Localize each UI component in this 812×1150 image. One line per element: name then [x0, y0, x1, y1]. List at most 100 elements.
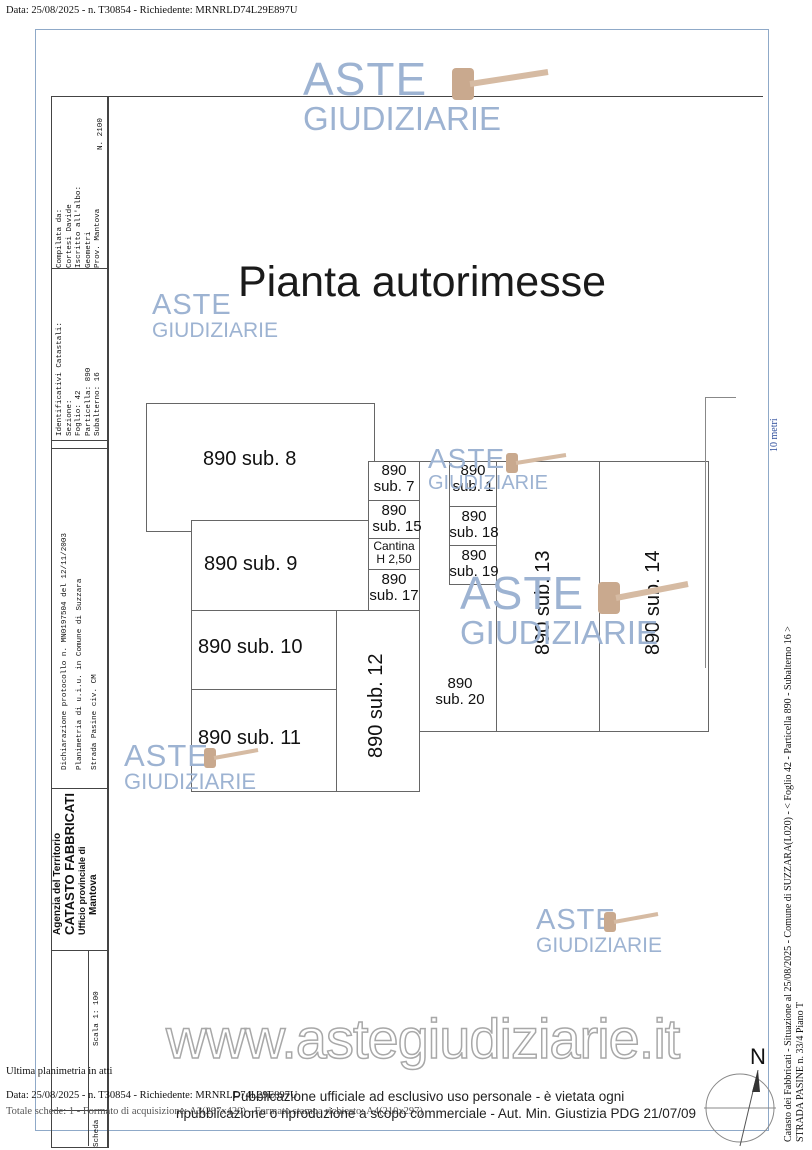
unit-sub: sub. 18	[449, 524, 499, 541]
watermark-logo: ASTE GIUDIZIARIE	[428, 443, 549, 494]
watermark-giudiziarie: GIUDIZIARIE	[303, 100, 502, 137]
unit-sub: sub. 1	[452, 478, 494, 495]
unit-sub-1	[449, 461, 497, 507]
watermark-logo: ASTE GIUDIZIARIE	[460, 570, 658, 649]
unit-sub-12-label: 890 sub. 12	[365, 653, 387, 758]
watermark-site: www.astegiudiziarie.it	[165, 1006, 681, 1071]
scale-label: Scala 1: 100	[93, 991, 101, 1046]
header-line: Data: 25/08/2025 - n. T30854 - Richieden…	[6, 5, 298, 16]
watermark-aste: ASTE	[428, 443, 506, 474]
unit-cantina-label: Cantina H 2,50	[369, 540, 419, 566]
unit-sub: sub. 15	[372, 518, 422, 535]
watermark-logo: ASTE GIUDIZIARIE	[536, 904, 663, 957]
unit-number: 890	[447, 675, 473, 692]
unit-number: 890	[461, 508, 487, 525]
watermark-logo: ASTE GIUDIZIARIE	[303, 56, 501, 135]
watermark-logo: ASTE GIUDIZIARIE	[124, 740, 256, 793]
watermark-aste: ASTE	[536, 904, 616, 936]
divider	[51, 448, 107, 449]
cantina-height: H 2,50	[376, 552, 412, 566]
compiled-line: Prov. Mantova	[94, 208, 103, 268]
divider	[51, 1110, 107, 1111]
plan-frame	[107, 96, 763, 1147]
wall-line	[705, 397, 736, 668]
unit-sub: sub. 17	[369, 587, 419, 604]
watermark-giudiziarie: GIUDIZIARIE	[428, 472, 549, 494]
unit-number: 890	[460, 462, 486, 479]
unit-sub-17-label: 890 sub. 17	[369, 572, 419, 604]
declaration-line: Planimetria di u.i.u. in Comune di Suzza…	[76, 578, 84, 770]
gavel-icon	[598, 581, 689, 614]
agency-title: CATASTO FABBRICATI	[62, 792, 77, 935]
unit-sub-1-label: 890 sub. 1	[450, 463, 496, 495]
footer-totale: Totale schede: 1 - Formato di acquisizio…	[6, 1106, 423, 1117]
footer-ultima: Ultima planimetria in atti	[6, 1066, 113, 1077]
unit-sub-19-label: 890 sub. 19	[447, 548, 501, 580]
compiled-number: N. 2100	[97, 118, 105, 150]
watermark-aste: ASTE	[303, 53, 428, 105]
declaration-block: Dichiarazione protocollo n. MN0197504 de…	[58, 533, 103, 770]
compiled-line: Compilata da:	[56, 208, 64, 268]
side-text-line-2: STRADA PASINE n. 33/4 Piano T	[795, 1001, 806, 1142]
divider	[51, 440, 107, 441]
divider	[51, 788, 107, 789]
identifiers-block: Identificativi Catastali: Sezione: Fogli…	[56, 322, 104, 436]
watermark-logo: ASTE GIUDIZIARIE	[152, 289, 279, 342]
unit-sub: sub. 20	[435, 691, 485, 708]
unit-sub: sub. 19	[449, 563, 499, 580]
unit-sub-9-label: 890 sub. 9	[204, 553, 298, 575]
compiled-line: Iscritto all'albo:	[75, 185, 84, 268]
watermark-aste: ASTE	[124, 738, 209, 773]
scheda-label: Scheda	[93, 1119, 101, 1147]
divider	[88, 950, 89, 1146]
compiled-line: Cortesi Davide	[65, 204, 74, 268]
unit-sub-19	[449, 545, 497, 585]
unit-sub: sub. 7	[373, 478, 415, 495]
divider	[51, 268, 107, 269]
outer-frame	[35, 29, 769, 1131]
unit-number: 890	[381, 502, 407, 519]
watermark-giudiziarie: GIUDIZIARIE	[124, 769, 257, 794]
unit-number: 890	[461, 547, 487, 564]
declaration-line: Dichiarazione protocollo n. MN0197504 de…	[61, 533, 69, 770]
side-text-line-1: Catasto dei Fabbricati - Situazione al 2…	[783, 626, 794, 1142]
gavel-icon	[452, 68, 549, 100]
unit-sub-8-label: 890 sub. 8	[203, 448, 297, 470]
watermark-aste: ASTE	[460, 567, 585, 619]
gavel-icon	[506, 453, 567, 473]
gavel-icon	[604, 912, 659, 932]
unit-sub-11	[191, 689, 337, 792]
unit-sub-20-label: 890 sub. 20	[430, 676, 490, 708]
unit-sub-10-label: 890 sub. 10	[198, 636, 303, 658]
cantina-name: Cantina	[373, 539, 415, 553]
footer-notice-1: Pubblicazione ufficiale ad esclusivo uso…	[232, 1089, 625, 1104]
unit-sub-8	[146, 403, 375, 532]
footer-data: Data: 25/08/2025 - n. T30854 - Richieden…	[6, 1090, 298, 1101]
identifier-line: Subalterno: 16	[94, 372, 103, 436]
unit-sub-9	[191, 520, 370, 612]
scale-bar-label: 10 metri	[769, 418, 780, 452]
gavel-icon	[204, 748, 259, 768]
unit-number: 890	[381, 462, 407, 479]
agency-province: Mantova	[88, 874, 99, 915]
identifier-line: Foglio: 42	[75, 390, 84, 436]
declaration-line: Strada Pasine civ. CM	[91, 674, 99, 770]
north-arrow-icon	[704, 1070, 776, 1147]
north-label: N	[750, 1044, 766, 1069]
agency-block: Agenzia del Territorio CATASTO FABBRICAT…	[52, 793, 99, 935]
unit-sub-18-label: 890 sub. 18	[449, 509, 499, 541]
identifier-line: Sezione:	[65, 399, 74, 436]
unit-sub-13	[496, 461, 600, 732]
identifier-line: Identificativi Catastali:	[56, 322, 64, 436]
footer-notice-2: ripubblicazione o riproduzione a scopo c…	[176, 1106, 697, 1121]
watermark-giudiziarie: GIUDIZIARIE	[152, 319, 279, 342]
unit-number: 890	[381, 571, 407, 588]
watermark-giudiziarie: GIUDIZIARIE	[536, 934, 663, 957]
title-block	[51, 96, 109, 1148]
plan-title: Pianta autorimesse	[238, 258, 607, 306]
watermark-giudiziarie: GIUDIZIARIE	[460, 614, 659, 651]
unit-sub-7-label: 890 sub. 7	[369, 463, 419, 495]
watermark-aste: ASTE	[152, 289, 232, 321]
agency-office: Ufficio provinciale di	[77, 846, 87, 935]
identifier-line: Particella: 890	[84, 367, 93, 436]
